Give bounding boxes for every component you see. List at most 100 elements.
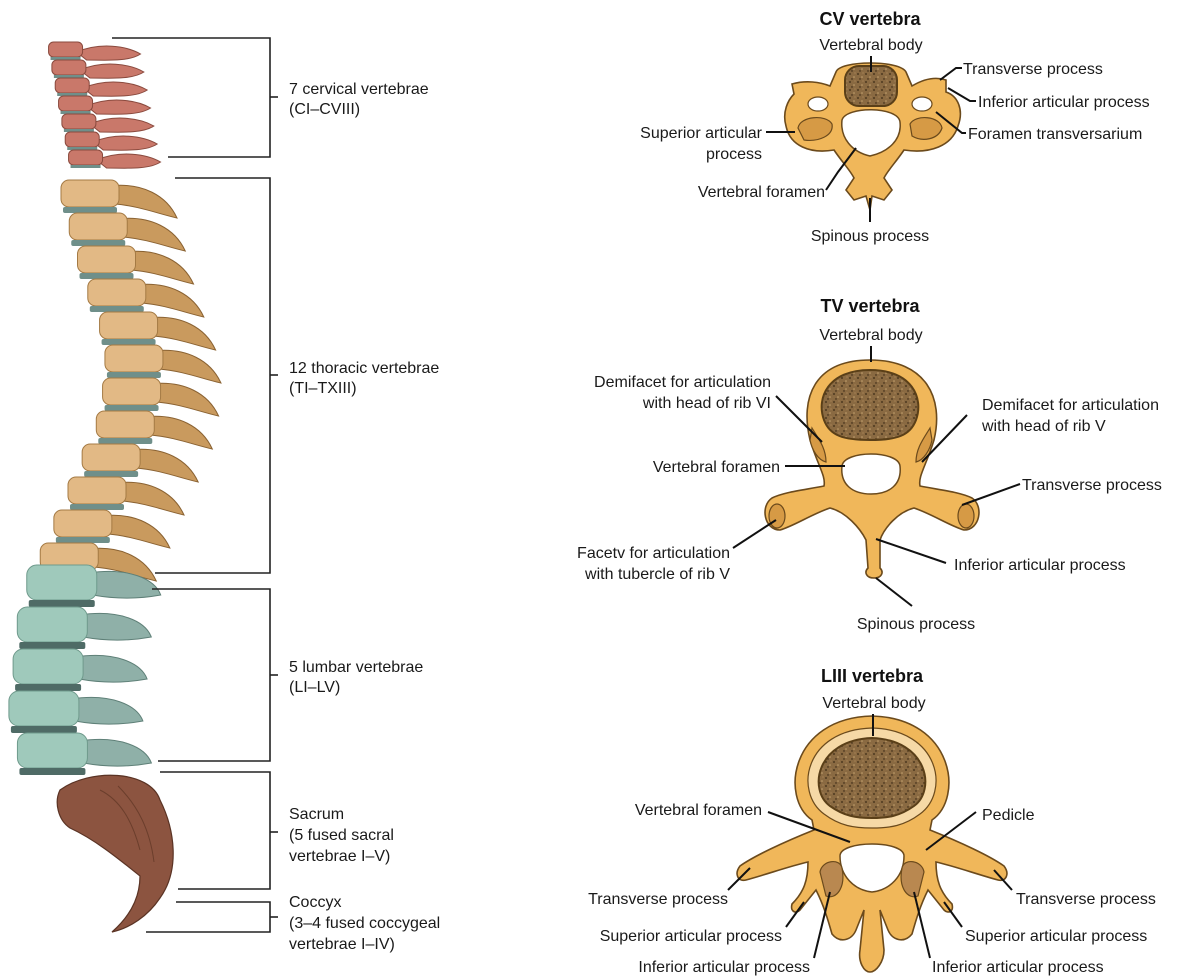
tv-inferior-articular-label: Inferior articular process (954, 557, 1126, 574)
intervertebral-disc (90, 306, 144, 312)
liii-vertebral-foramen-label: Vertebral foramen (635, 802, 762, 819)
intervertebral-disc (19, 768, 85, 775)
thoracic-vertebra (78, 246, 136, 273)
cervical-process (77, 46, 141, 60)
tv-vertebral-body-label: Vertebral body (819, 327, 922, 344)
intervertebral-disc (70, 504, 124, 510)
liii-transverse-left-label: Transverse process (588, 891, 728, 908)
thoracic-vertebra (68, 477, 126, 504)
sacrum-label-2: (5 fused sacral (289, 827, 394, 844)
cv-title: CV vertebra (819, 9, 921, 29)
tv-demifacet-left-label-2: with head of rib VI (642, 395, 771, 412)
tv-facet-label-1: Facetv for articulation (577, 545, 730, 562)
bracket-coccyx (146, 902, 270, 932)
intervertebral-disc (15, 684, 81, 691)
intervertebral-disc (29, 600, 95, 607)
intervertebral-disc (63, 207, 117, 213)
thoracic-vertebra (105, 345, 163, 372)
cervical-process (80, 64, 144, 78)
thoracic-vertebra (69, 213, 127, 240)
cervical-vertebra (52, 60, 86, 75)
lumbar-process (75, 655, 147, 682)
intervertebral-disc (102, 339, 156, 345)
cv-inferior-articular-label: Inferior articular process (978, 94, 1150, 111)
liii-title: LIII vertebra (821, 666, 924, 686)
thoracic-vertebra (61, 180, 119, 207)
thoracic-label-1: 12 thoracic vertebrae (289, 360, 439, 377)
cv-spinous-process-label: Spinous process (811, 228, 929, 245)
coccyx-label-2: (3–4 fused coccygeal (289, 915, 440, 932)
intervertebral-disc (56, 537, 110, 543)
cervical-vertebra (59, 96, 93, 111)
coccyx-label-1: Coccyx (289, 894, 341, 911)
thoracic-vertebra (82, 444, 140, 471)
cervical-vertebra (49, 42, 83, 57)
cervical-process (90, 118, 154, 132)
cv-vertebra: CV vertebra Vertebral body Transverse pr… (640, 9, 1149, 245)
lumbar-vertebra (9, 691, 79, 726)
group-labels: 7 cervical vertebrae (CI–CVIII) 12 thora… (289, 81, 440, 953)
sacrum-label-1: Sacrum (289, 806, 344, 823)
cervical-label-2: (CI–CVIII) (289, 101, 360, 118)
intervertebral-disc (71, 165, 101, 168)
thoracic-vertebra (103, 378, 161, 405)
cv-foramen-transversarium-label: Foramen transversarium (968, 126, 1142, 143)
tv-vertebral-foramen-label: Vertebral foramen (653, 459, 780, 476)
cv-vertebral-foramen-label: Vertebral foramen (698, 184, 825, 201)
tv-vertebra: TV vertebra Vertebral body Demifacet for… (577, 296, 1162, 633)
thoracic-label-2: (TI–TXIII) (289, 380, 357, 397)
cervical-vertebra (62, 114, 96, 129)
intervertebral-disc (105, 405, 159, 411)
thoracic-vertebra (88, 279, 146, 306)
cervical-process (87, 100, 151, 114)
liii-transverse-right-label: Transverse process (1016, 891, 1156, 908)
tv-transverse-process-label: Transverse process (1022, 477, 1162, 494)
sacrum-label-3: vertebrae I–V) (289, 848, 390, 865)
lumbar-process (79, 739, 151, 766)
liii-inferior-left-label: Inferior articular process (638, 959, 810, 976)
thoracic-vertebra (100, 312, 158, 339)
lumbar-vertebra (17, 607, 87, 642)
liii-inferior-right-label: Inferior articular process (932, 959, 1104, 976)
vertebral-column (9, 42, 221, 932)
cervical-label-1: 7 cervical vertebrae (289, 81, 429, 98)
tv-spinous-process-label: Spinous process (857, 616, 975, 633)
cervical-vertebra (65, 132, 99, 147)
liii-superior-left-label: Superior articular process (600, 928, 782, 945)
intervertebral-disc (19, 642, 85, 649)
cervical-process (97, 154, 161, 168)
tv-demifacet-left-label-1: Demifacet for articulation (594, 374, 771, 391)
cervical-vertebra (69, 150, 103, 165)
cervical-process (93, 136, 157, 150)
bracket-lumbar (152, 589, 270, 761)
tv-demifacet-right-label-1: Demifacet for articulation (982, 397, 1159, 414)
bracket-sacrum (160, 772, 270, 889)
tv-facet-label-2: with tubercle of rib V (584, 566, 730, 583)
liii-superior-right-label: Superior articular process (965, 928, 1147, 945)
intervertebral-disc (71, 240, 125, 246)
coccyx-label-3: vertebrae I–IV) (289, 936, 395, 953)
sacrum-coccyx (57, 775, 173, 932)
cv-vertebral-body-label: Vertebral body (819, 37, 922, 54)
cv-superior-articular-label-1: Superior articular (640, 125, 763, 142)
cv-superior-articular-label-2: process (706, 146, 762, 163)
tv-vertebra-drawing (765, 360, 979, 578)
thoracic-vertebra (96, 411, 154, 438)
lumbar-vertebra (17, 733, 87, 768)
tv-demifacet-right-label-2: with head of rib V (981, 418, 1106, 435)
thoracic-vertebra (54, 510, 112, 537)
lumbar-label-1: 5 lumbar vertebrae (289, 659, 423, 676)
intervertebral-disc (80, 273, 134, 279)
intervertebral-disc (98, 438, 152, 444)
liii-vertebral-body-label: Vertebral body (822, 695, 925, 712)
tv-title: TV vertebra (820, 296, 920, 316)
lumbar-process (79, 613, 151, 640)
liii-vertebra: LIII vertebra Vertebral body Vertebral f… (588, 666, 1156, 976)
cv-transverse-process-label: Transverse process (963, 61, 1103, 78)
cervical-vertebra (55, 78, 89, 93)
cervical-process (83, 82, 147, 96)
lumbar-vertebra (27, 565, 97, 600)
lumbar-label-2: (LI–LV) (289, 679, 340, 696)
lumbar-vertebra (13, 649, 83, 684)
